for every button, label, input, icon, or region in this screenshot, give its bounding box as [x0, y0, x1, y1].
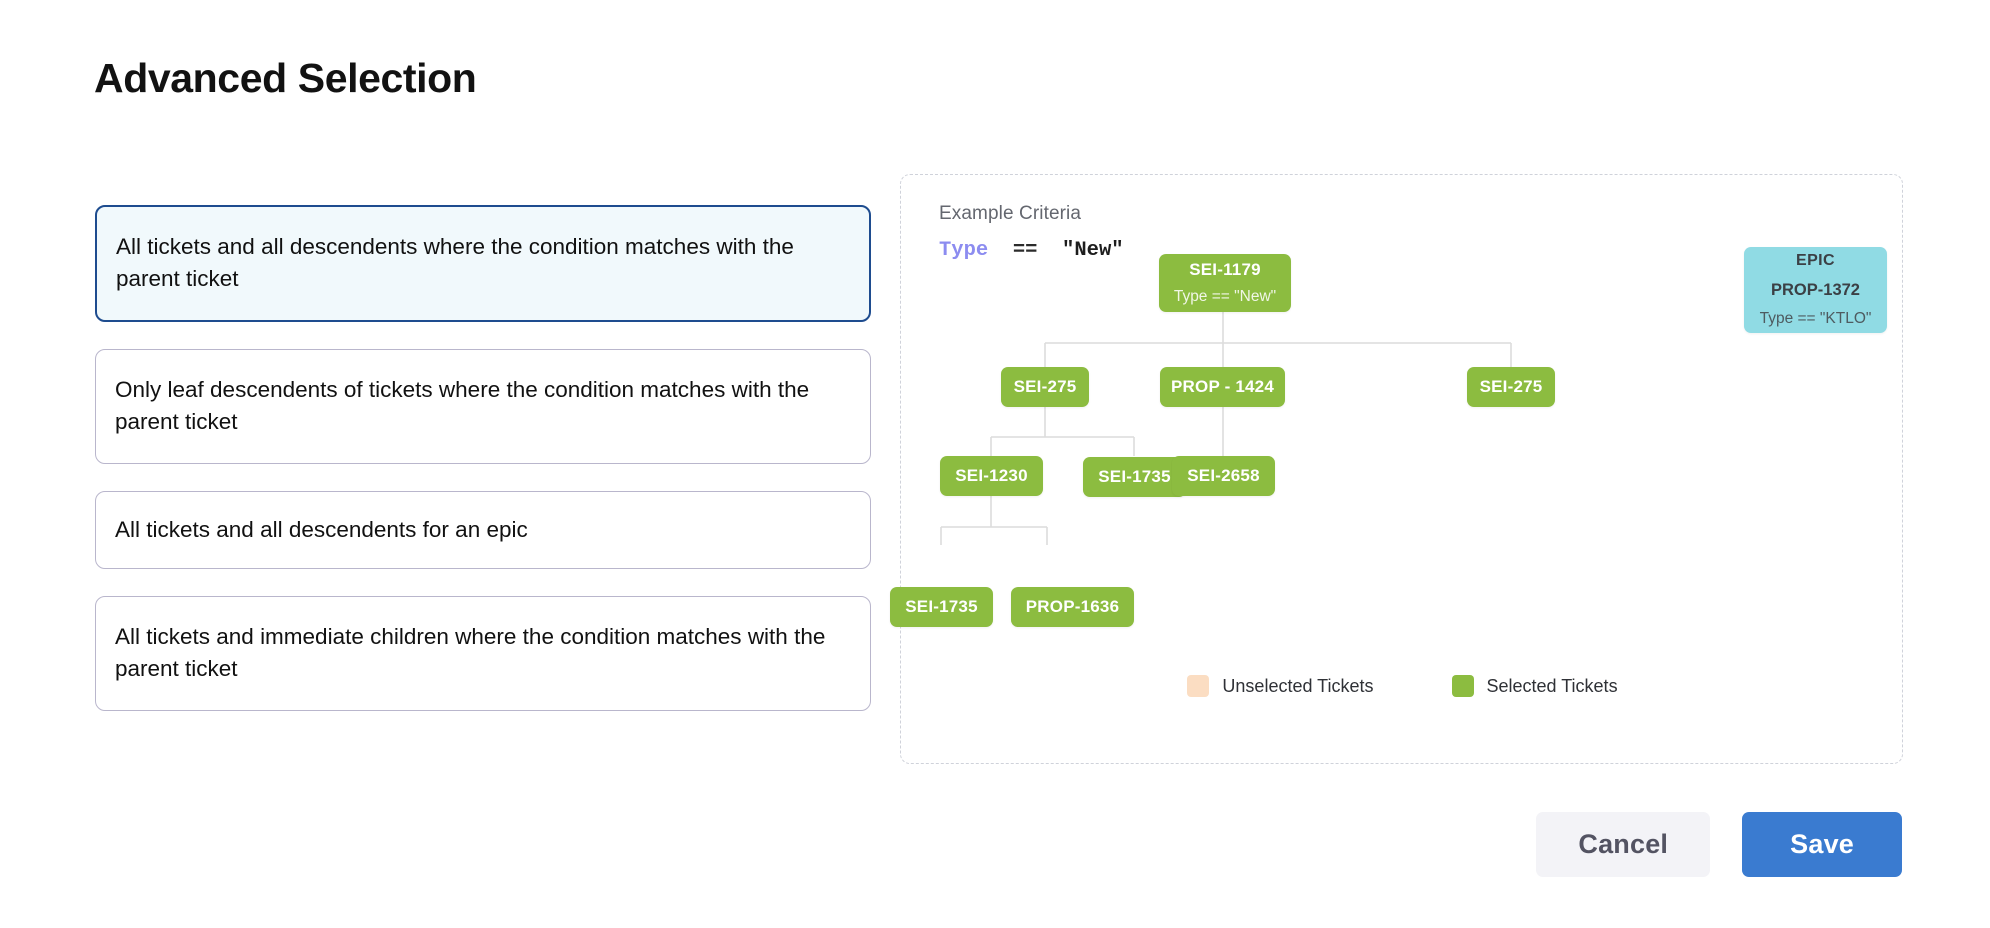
node-id: SEI-1230: [955, 466, 1028, 486]
criteria-expression: Type == "New": [939, 239, 1124, 262]
criteria-field: Type: [939, 239, 989, 262]
selected-color-swatch: [1451, 675, 1474, 697]
node-id: PROP-1372: [1771, 281, 1860, 300]
tree-node-root[interactable]: SEI-1179 Type == "New": [1159, 254, 1291, 312]
node-id: SEI-1179: [1189, 260, 1261, 280]
criteria-value: "New": [1062, 239, 1124, 262]
node-id: SEI-2658: [1187, 466, 1260, 486]
option-label: All tickets and all descendents where th…: [116, 234, 794, 291]
dialog-footer: Cancel Save: [1536, 812, 1902, 877]
option-card-leaf-descendents[interactable]: Only leaf descendents of tickets where t…: [95, 348, 871, 464]
page-title: Advanced Selection: [94, 55, 477, 101]
node-id: SEI-275: [1479, 377, 1543, 397]
node-id: PROP-1636: [1025, 597, 1120, 617]
node-epic-label: EPIC: [1796, 252, 1835, 270]
node-id: PROP - 1424: [1171, 377, 1274, 397]
tree-node-epic[interactable]: EPIC PROP-1372 Type == "KTLO": [1744, 247, 1887, 333]
selection-option-list: All tickets and all descendents where th…: [95, 205, 871, 738]
legend-item-selected: Selected Tickets: [1451, 675, 1618, 697]
cancel-button[interactable]: Cancel: [1536, 812, 1711, 877]
tree-connectors: [940, 312, 1512, 545]
tree-node-sei-275-left[interactable]: SEI-275: [1001, 367, 1089, 407]
node-condition: Type == "KTLO": [1759, 310, 1872, 327]
node-id: SEI-1735: [1098, 467, 1171, 487]
tree-node-sei-2658[interactable]: SEI-2658: [1172, 456, 1275, 496]
unselected-color-swatch: [1187, 675, 1210, 697]
option-card-all-descendents[interactable]: All tickets and all descendents where th…: [95, 205, 871, 322]
option-label: All tickets and immediate children where…: [115, 623, 826, 681]
diagram-legend: Unselected Tickets Selected Tickets: [901, 675, 1904, 697]
option-card-epic-descendents[interactable]: All tickets and all descendents for an e…: [95, 490, 871, 569]
tree-node-prop-1424[interactable]: PROP - 1424: [1160, 367, 1285, 407]
legend-label: Selected Tickets: [1486, 675, 1618, 696]
node-condition: Type == "New": [1173, 288, 1277, 306]
example-diagram-panel: Example Criteria Type == "New": [890, 174, 1904, 765]
tree-node-sei-1735-row4[interactable]: SEI-1735: [890, 587, 993, 627]
criteria-title: Example Criteria: [939, 203, 1082, 224]
option-card-immediate-children[interactable]: All tickets and immediate children where…: [95, 595, 871, 711]
option-label: All tickets and all descendents for an e…: [115, 516, 528, 542]
legend-label: Unselected Tickets: [1222, 675, 1374, 696]
ticket-tree: SEI-1179 Type == "New" EPIC PROP-1372 Ty…: [890, 175, 1904, 765]
tree-node-sei-1230[interactable]: SEI-1230: [940, 456, 1043, 496]
legend-item-unselected: Unselected Tickets: [1187, 675, 1374, 697]
option-label: Only leaf descendents of tickets where t…: [115, 376, 810, 434]
save-button[interactable]: Save: [1742, 812, 1902, 877]
tree-node-prop-1636[interactable]: PROP-1636: [1011, 587, 1134, 627]
node-id: SEI-275: [1013, 377, 1077, 397]
tree-node-sei-1735-row3[interactable]: SEI-1735: [1083, 457, 1186, 497]
node-id: SEI-1735: [905, 597, 978, 617]
criteria-operator: ==: [1012, 239, 1038, 262]
tree-node-sei-275-right[interactable]: SEI-275: [1467, 367, 1555, 407]
